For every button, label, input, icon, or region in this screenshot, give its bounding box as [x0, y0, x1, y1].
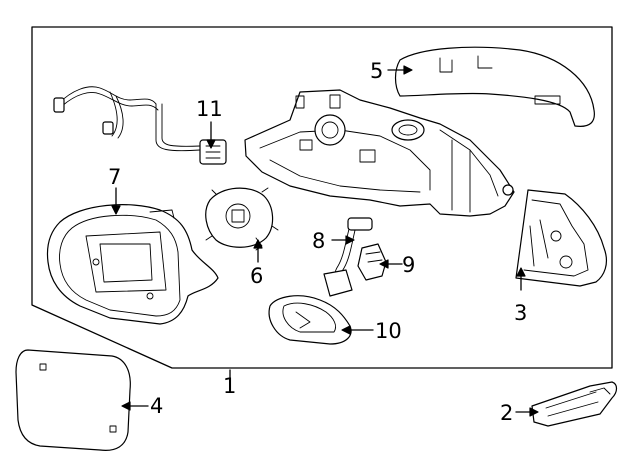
mirror-assembly-boundary: [31, 26, 613, 369]
mirror-housing-frame[interactable]: [244, 89, 515, 217]
callout-9: 9: [402, 253, 415, 277]
wire-harness-connector[interactable]: [323, 217, 373, 297]
callout-10: 10: [375, 319, 402, 343]
actuator-motor[interactable]: [205, 187, 279, 251]
callout-7: 7: [108, 165, 121, 189]
base-gasket[interactable]: [268, 295, 352, 345]
callout-2: 2: [500, 401, 513, 425]
callout-5: 5: [370, 59, 383, 83]
callout-6: 6: [250, 264, 263, 288]
mirror-cover-cap[interactable]: [394, 46, 595, 127]
mirror-glass[interactable]: [15, 349, 131, 451]
wiring-harness[interactable]: [53, 86, 227, 165]
callout-3: 3: [514, 301, 527, 325]
callout-8: 8: [312, 229, 325, 253]
callout-4: 4: [150, 394, 163, 418]
callout-1: 1: [223, 374, 236, 398]
side-marker-lamp[interactable]: [531, 381, 618, 427]
mirror-housing-back[interactable]: [46, 204, 219, 325]
leader-lines: [111, 65, 539, 417]
callout-11: 11: [196, 97, 223, 121]
turn-signal-lamp[interactable]: [515, 189, 608, 287]
connector[interactable]: [357, 243, 387, 281]
